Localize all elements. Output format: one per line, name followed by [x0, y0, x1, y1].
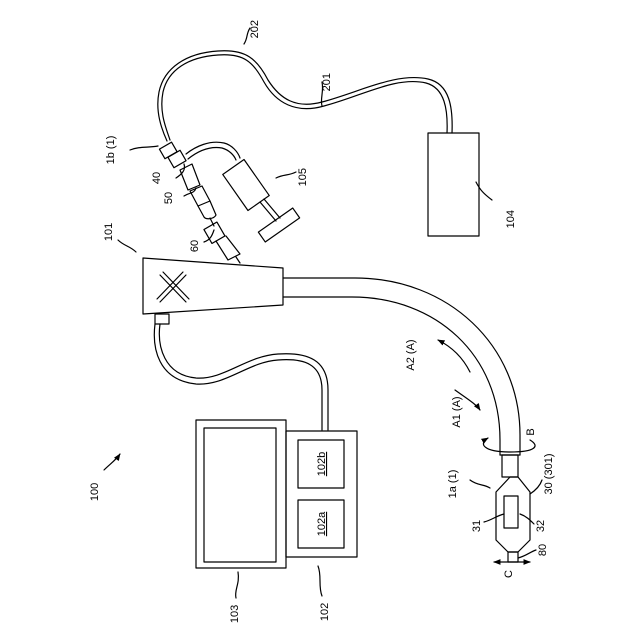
- syringe-handle: [258, 208, 299, 242]
- leader-80: [518, 550, 536, 558]
- leader-31: [484, 514, 504, 522]
- connector-40-body: [168, 150, 186, 167]
- probe-window: [504, 496, 518, 528]
- control-cable-inner: [159, 324, 328, 430]
- label-101: 101: [103, 223, 115, 241]
- label-100: 100: [89, 483, 101, 501]
- display-housing: [196, 420, 286, 568]
- leader-30: [530, 480, 542, 494]
- tube-end-sleeve: [502, 455, 518, 477]
- label-103: 103: [229, 605, 241, 623]
- display-screen: [204, 428, 276, 562]
- label-c: C: [503, 570, 515, 578]
- syringe-plunger: [260, 202, 276, 221]
- label-105: 105: [297, 168, 309, 186]
- control-cable: [154, 324, 322, 430]
- label-80: 80: [537, 544, 549, 556]
- leader-102: [318, 566, 322, 596]
- label-102b: 102b: [316, 452, 328, 476]
- label-31: 31: [471, 520, 483, 532]
- leader-103: [236, 572, 239, 598]
- label-30: 30 (301): [543, 454, 555, 495]
- label-102a: 102a: [316, 511, 328, 536]
- probe-tip: [508, 552, 518, 562]
- link-to-body: [236, 257, 240, 263]
- label-104: 104: [505, 210, 517, 228]
- leader-1b: [130, 146, 158, 150]
- rotation-arrow-b: [483, 438, 535, 452]
- connector-50: [180, 164, 200, 190]
- connector-50-taper: [198, 201, 216, 219]
- leader-100: [104, 454, 120, 470]
- label-40: 40: [151, 172, 163, 184]
- label-1b: 1b (1): [105, 136, 117, 165]
- leader-101: [118, 240, 136, 252]
- label-1a: 1a (1): [447, 470, 459, 499]
- connector-40-cap: [159, 142, 177, 159]
- label-32: 32: [535, 520, 547, 532]
- leader-105: [276, 172, 296, 178]
- fiber-cable-inner: [158, 51, 452, 141]
- body-port: [155, 314, 169, 324]
- tube-to-syringe-inner: [188, 148, 236, 160]
- endoscope-body: [143, 258, 283, 314]
- label-202: 202: [249, 20, 261, 38]
- label-b: B: [525, 428, 537, 435]
- syringe-barrel: [223, 160, 270, 211]
- light-source-box: [428, 133, 479, 236]
- controller-housing: [286, 431, 357, 557]
- leader-32: [520, 514, 534, 524]
- connector-50-b: [190, 186, 210, 206]
- label-a1: A1 (A): [451, 396, 463, 427]
- leader-1a: [470, 480, 490, 488]
- syringe-plunger-b: [264, 199, 280, 218]
- label-60: 60: [189, 240, 201, 252]
- fiber-cable: [162, 55, 447, 140]
- label-a2: A2 (A): [405, 339, 417, 370]
- label-201: 201: [321, 73, 333, 91]
- label-102: 102: [319, 603, 331, 621]
- label-50: 50: [163, 192, 175, 204]
- tube-to-syringe: [186, 142, 240, 158]
